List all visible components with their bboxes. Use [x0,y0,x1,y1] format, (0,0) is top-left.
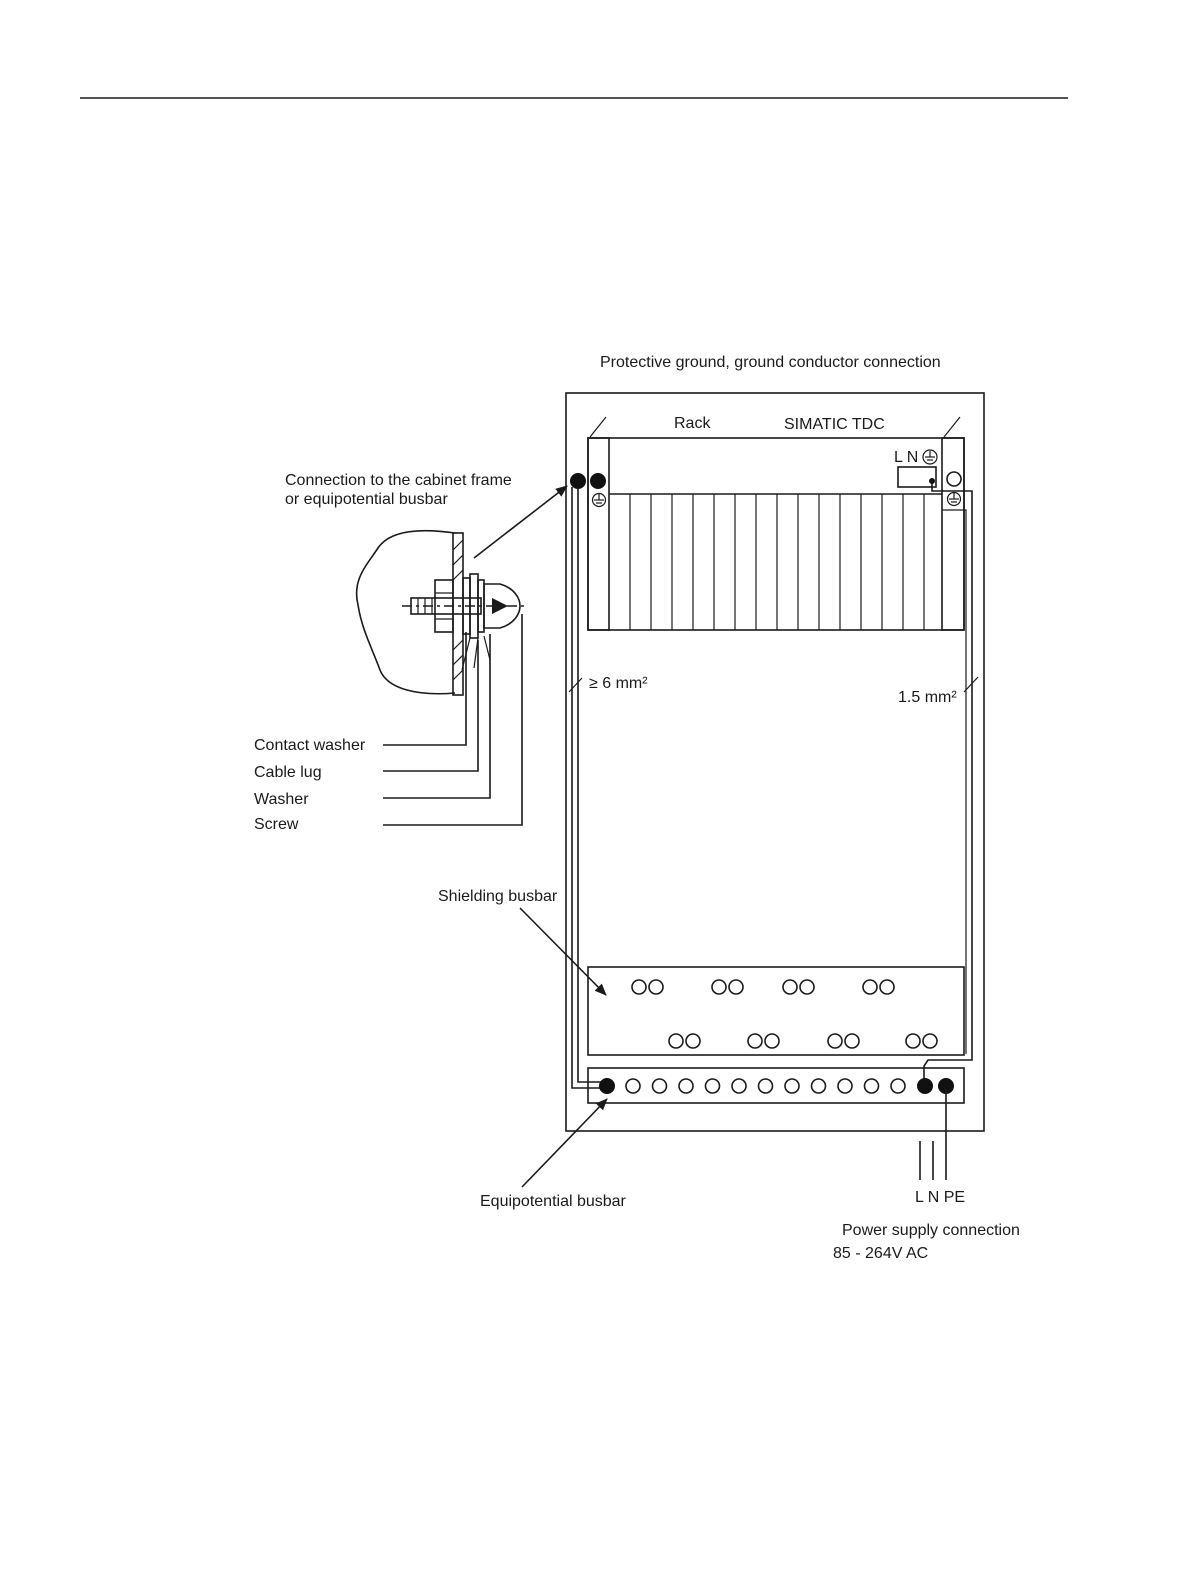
equipotential-busbar-terminals [600,1079,954,1094]
shield-hole [863,980,877,994]
part-callouts: Contact washer Cable lug Washer Screw [254,614,522,833]
shield-hole [765,1034,779,1048]
rack-label: Rack [674,415,711,432]
shield-hole [729,980,743,994]
shield-hole [906,1034,920,1048]
cabinet-cutout-outline [357,531,455,694]
busbar-terminal [891,1079,905,1093]
rack-right-rail [942,438,964,630]
shield-hole [669,1034,683,1048]
ground-wire-left-inner [578,488,603,1082]
busbar-terminal [626,1079,640,1093]
shield-hole [828,1034,842,1048]
cable-lug-label: Cable lug [254,764,322,781]
shield-hole [712,980,726,994]
connection-arrow [474,486,567,558]
screw-label: Screw [254,816,299,833]
shielding-busbar-arrow [520,908,606,995]
ground-terminal-left-2 [591,474,606,489]
busbar-terminal-filled [600,1079,615,1094]
rack-left-rail [588,438,609,630]
cross-section-left-label: ≥ 6 mm² [589,675,648,692]
shield-hole [800,980,814,994]
contact-washer-label: Contact washer [254,737,366,754]
screw-connection-detail [357,531,526,695]
wall-hatching [453,540,463,680]
busbar-terminal [865,1079,879,1093]
shield-hole [923,1034,937,1048]
busbar-terminal [653,1079,667,1093]
shielding-busbar-label: Shielding busbar [438,888,558,905]
ground-terminal-left-1 [571,474,586,489]
screw-arrow-icon [492,598,508,614]
busbar-terminal [706,1079,720,1093]
cross-section-mark-left [569,678,582,692]
rack-slots [630,494,924,630]
rack-mark-right [944,417,960,437]
shield-hole [632,980,646,994]
ground-symbol-right-icon [948,493,961,506]
rack-right-screw [947,472,961,486]
connection-label-line2: or equipotential busbar [285,491,448,508]
rack: L N [588,438,964,630]
cabinet-outline [566,393,984,1131]
ground-wire-right-inner [942,510,966,1054]
simatic-tdc-label: SIMATIC TDC [784,416,885,433]
power-supply-label: Power supply connection [842,1222,1020,1239]
shield-hole [649,980,663,994]
washer-label: Washer [254,791,309,808]
shield-hole [748,1034,762,1048]
ground-symbol-icon [923,450,937,464]
ground-symbol-left-icon [593,494,606,507]
shielding-busbar-holes [632,980,937,1048]
equipotential-busbar-arrow [522,1099,607,1187]
shield-hole [686,1034,700,1048]
busbar-terminal [732,1079,746,1093]
busbar-terminal [785,1079,799,1093]
cross-section-right-label: 1.5 mm² [898,689,957,706]
busbar-terminal [759,1079,773,1093]
busbar-terminal [679,1079,693,1093]
equipotential-busbar [588,1068,964,1103]
shield-hole [880,980,894,994]
shield-hole [783,980,797,994]
power-terminal-dot [930,479,935,484]
busbar-terminal-filled [918,1079,933,1094]
power-terminal-block [898,467,936,487]
busbar-terminal [838,1079,852,1093]
equipotential-busbar-label: Equipotential busbar [480,1193,627,1210]
connection-label-line1: Connection to the cabinet frame [285,472,512,489]
rack-mark-left [590,417,606,437]
shield-hole [845,1034,859,1048]
protective-ground-label: Protective ground, ground conductor conn… [600,354,941,371]
lnpe-label: L N PE [915,1189,965,1206]
busbar-terminal [812,1079,826,1093]
rack-ln-label: L N [894,449,918,466]
power-supply-voltage-label: 85 - 264V AC [833,1245,928,1262]
